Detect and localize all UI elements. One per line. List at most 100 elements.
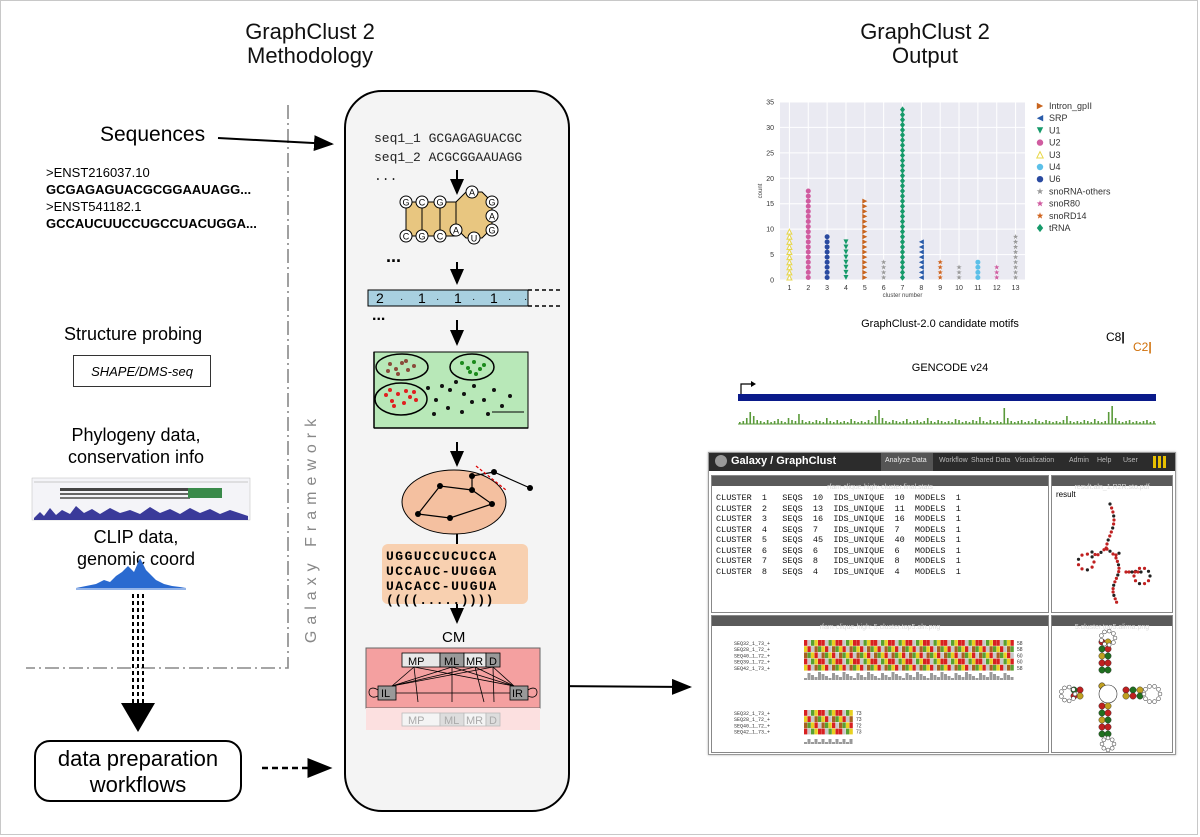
conservation-bar (1024, 422, 1026, 424)
alirna-base (1104, 666, 1112, 674)
r2r-nucleotide (1102, 548, 1106, 552)
aln-conservation (835, 675, 839, 680)
aln-conservation (947, 676, 951, 680)
conservation-bar (940, 421, 943, 424)
aln-cell (902, 664, 906, 671)
conservation-bar (968, 422, 971, 424)
pipeline-sequences: seq1_1 GCGAGAGUACGC seq1_2 ACGCGGAAUAGG … (374, 131, 523, 184)
aln-cell (1007, 640, 1011, 646)
aln-conservation (884, 675, 888, 680)
alirna-loop-base (1105, 747, 1111, 752)
nav-workflow[interactable]: Workflow (939, 457, 968, 464)
aln-cell (856, 652, 860, 659)
aln-cell (989, 658, 993, 665)
point-Intron_gpII (862, 224, 868, 230)
aln-cell (846, 658, 850, 665)
alirna-base (1129, 692, 1137, 700)
scatter-point (492, 388, 496, 392)
aln-cell (856, 658, 860, 665)
aln-cell (818, 652, 822, 659)
aln-cell (1000, 664, 1004, 671)
aln-cell (842, 722, 846, 729)
aln-cell (877, 658, 881, 665)
aln-conservation (818, 742, 821, 744)
svg-text:((((.....)))): ((((.....)))) (386, 593, 494, 608)
point-snoRNA-others (956, 274, 962, 280)
nav-help[interactable]: Help (1097, 457, 1112, 464)
aln-cell (846, 710, 850, 716)
alirna-loop-base (1109, 745, 1115, 751)
r2r-panel: result.aln_1.R2R.sto.pdf result (1051, 475, 1173, 613)
nav-shared[interactable]: Shared Data (971, 457, 1011, 464)
aln-conservation (828, 678, 832, 680)
point-U3 (786, 238, 793, 245)
alirna-base (1098, 716, 1106, 724)
vector-cell: 1 (454, 290, 462, 306)
aln-cell (846, 640, 850, 646)
nav-visualization[interactable]: Visualization (1015, 457, 1055, 464)
x-tick-label: 8 (919, 285, 923, 292)
aln-cell (1000, 646, 1004, 652)
aln-conservation (842, 739, 846, 744)
aln-cell (814, 646, 818, 652)
conservation-bar (982, 421, 985, 424)
point-tRNA (900, 147, 905, 154)
aln-cell (902, 658, 906, 665)
scatter-point (440, 384, 444, 388)
r2r-nucleotide (1116, 563, 1121, 567)
conservation-bar (742, 421, 745, 424)
alirna-loop-base (1152, 684, 1157, 689)
conservation-bar (958, 420, 960, 424)
aln-conservation (828, 739, 832, 744)
svg-text:D: D (489, 656, 497, 668)
conservation-bar (919, 422, 922, 424)
aln-cell (909, 646, 913, 652)
alirna-loop-base (1071, 696, 1076, 701)
aln-cell (821, 646, 825, 652)
aln-cell (1003, 658, 1007, 665)
nav-admin[interactable]: Admin (1069, 457, 1089, 464)
x-tick-label: 6 (882, 285, 886, 292)
point-tRNA (900, 264, 905, 271)
conservation-bar (881, 418, 884, 424)
aln-cell (895, 640, 899, 646)
aln-cell (849, 722, 853, 729)
aln-conservation (954, 673, 958, 680)
aln-cell (996, 640, 1000, 646)
aln-cell (965, 640, 969, 646)
aln-cell (961, 646, 965, 652)
rna-node (415, 229, 429, 243)
aln-cell (811, 710, 815, 716)
aln-cell (1000, 652, 1004, 659)
svg-text:UACACC-UUGUA: UACACC-UUGUA (386, 579, 498, 594)
aln-cell (993, 646, 997, 652)
nav-analyze[interactable]: Analyze Data (885, 457, 927, 464)
aln-cell (933, 658, 937, 665)
aln-conservation (825, 676, 828, 680)
aln-cell (972, 658, 976, 665)
aln-cell (951, 664, 955, 671)
galaxy-logo[interactable]: Galaxy / GraphClust (731, 455, 837, 467)
aln-cell (807, 640, 811, 646)
alirna-loop-base (1106, 642, 1112, 648)
conservation-bar (822, 422, 825, 424)
point-tRNA (900, 248, 905, 256)
point-snoRNA-others (881, 264, 887, 270)
c2-label: C2| (1133, 340, 1152, 354)
aln-cell (916, 664, 920, 671)
aln-cell (849, 664, 853, 671)
grid-icon[interactable] (1153, 456, 1167, 468)
scatter-point (390, 399, 394, 403)
aln-cell (909, 658, 913, 665)
nav-user[interactable]: User (1123, 457, 1138, 464)
aln-cell (814, 728, 818, 735)
aln-cell (884, 652, 888, 659)
aln-cell (975, 646, 979, 652)
alirna-base (1104, 659, 1112, 667)
r2r-nucleotide (1106, 538, 1110, 542)
aln-cell (849, 652, 853, 659)
r2r-nucleotide (1099, 550, 1103, 554)
point-snoRNA-others (1013, 239, 1019, 245)
point-U1 (843, 249, 849, 255)
aln-cell (1010, 652, 1014, 659)
